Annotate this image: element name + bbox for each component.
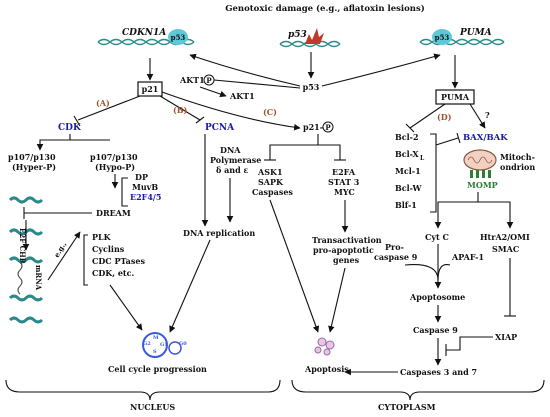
phase-s: S: [153, 349, 157, 355]
node-trans-2: pro-apoptotic: [313, 245, 374, 255]
mitochondrion-icon: [463, 149, 497, 171]
label-a: (A): [96, 98, 110, 108]
node-htra-2: SMAC: [492, 244, 519, 254]
node-ask-2: SAPK: [258, 177, 284, 187]
node-bcl-4: Bcl-W: [395, 183, 423, 193]
node-bcl-2-sub: L: [420, 155, 425, 162]
node-p21p: p21-: [303, 122, 323, 132]
node-cell-cycle: Cell cycle progression: [108, 364, 207, 374]
target-1: PLK: [92, 232, 112, 242]
phospho-p-p21: P: [325, 123, 331, 132]
gene-cdkn1a: CDKN1A: [122, 28, 166, 38]
label-nucleus: NUCLEUS: [130, 402, 175, 412]
node-dream: DREAM: [96, 208, 131, 218]
p21-box: [137, 81, 163, 97]
node-momp: MOMP: [467, 180, 498, 190]
node-bcl-1: Bcl-2: [395, 132, 419, 142]
lesion-icon: [305, 28, 324, 44]
node-apoptosome: Apoptosome: [409, 292, 465, 302]
node-mito-2: ondrion: [500, 162, 535, 172]
node-question: ?: [485, 110, 490, 120]
node-dna-pol-2: Polymerase: [210, 155, 261, 165]
gene-p53: p53: [288, 30, 307, 40]
node-trans-1: Transactivation: [312, 235, 382, 245]
mrna-label: mRNA: [34, 265, 43, 291]
node-bcl-3: Mcl-1: [395, 166, 421, 176]
node-bcl-2: Bcl-X: [395, 149, 419, 159]
label-b: (B): [173, 105, 188, 115]
node-dp-1: DP: [135, 172, 148, 182]
phase-g0: G0: [179, 341, 187, 347]
node-apoptosis-mid: Apoptosis: [304, 364, 349, 374]
cytoplasm-brace: [291, 379, 545, 401]
diagram-title: Genotoxic damage (e.g., aflatoxin lesion…: [225, 3, 425, 14]
node-dna-replication: DNA replication: [183, 228, 255, 238]
node-p107-hypo-2: (Hypo-P): [95, 162, 135, 172]
node-htra-1: HtrA2/OMI: [480, 232, 530, 242]
node-e2fa-3: MYC: [334, 187, 355, 197]
phase-m: M: [153, 335, 159, 341]
node-e2fa-2: STAT 3: [328, 177, 360, 187]
node-mito-1: Mitoch-: [500, 152, 535, 162]
node-casp37: Caspases 3 and 7: [400, 367, 477, 377]
node-bax: BAX/BAK: [463, 133, 508, 143]
target-2: Cyclins: [92, 244, 125, 254]
node-apaf: APAF-1: [451, 252, 484, 262]
phase-g1: G1: [160, 342, 168, 348]
phase-g2: G2: [143, 341, 151, 347]
node-akt1-p: AKT1: [179, 75, 205, 85]
gene-puma: PUMA: [459, 28, 492, 38]
label-c: (C): [263, 107, 277, 117]
node-ask-1: ASK1: [257, 167, 283, 177]
node-akt1: AKT1: [229, 91, 255, 101]
label-d: (D): [437, 112, 452, 122]
phospho-p-akt1: P: [206, 76, 212, 85]
node-puma: PUMA: [441, 92, 470, 102]
target-4: CDK, etc.: [92, 268, 134, 278]
node-p107-hyper-2: (Hyper-P): [12, 162, 56, 172]
node-trans-3: genes: [333, 255, 360, 265]
p53-bound-puma: [432, 29, 452, 45]
phospho-icon-p21: [322, 121, 334, 133]
p53-tag-cdkn1a: p53: [171, 33, 186, 42]
node-procasp-2: caspase 9: [374, 252, 418, 262]
cell-cycle-icon: [142, 332, 182, 358]
eg-label: e.g.,: [52, 240, 68, 259]
node-casp9: Caspase 9: [413, 325, 458, 335]
node-e2fa-1: E2FA: [332, 167, 356, 177]
target-3: CDC PTases: [92, 256, 145, 266]
node-bcl-5: Blf-1: [395, 200, 417, 210]
p53-bound-cdkn1a: [168, 29, 188, 45]
node-xiap: XIAP: [495, 332, 517, 342]
node-p53: p53: [303, 82, 320, 92]
node-procasp-1: Pro-: [385, 242, 404, 252]
node-dna-pol-1: DNA: [220, 145, 241, 155]
node-cdk: CDK: [58, 123, 82, 133]
pore-icon: [470, 170, 491, 178]
node-p21: p21: [142, 84, 159, 94]
node-dp-3: E2F4/5: [130, 192, 161, 202]
dna-strand-puma: [419, 38, 505, 46]
node-p107-hyper-1: p107/p130: [8, 152, 56, 162]
node-p107-hypo-1: p107/p130: [90, 152, 138, 162]
node-dp-2: MuvB: [132, 182, 158, 192]
node-ask-3: Caspases: [252, 187, 293, 197]
label-cytoplasm: CYTOPLASM: [378, 402, 436, 412]
node-dna-pol-3: δ and ε: [216, 165, 249, 175]
node-cytc: Cyt C: [425, 232, 449, 242]
node-pcna: PCNA: [205, 123, 235, 133]
e2f-chr-label: E2F CHR: [18, 228, 27, 264]
nucleus-brace: [5, 379, 281, 401]
apoptotic-cell-icon: [314, 337, 335, 356]
p53-tag-puma: p53: [435, 33, 450, 42]
puma-box: [435, 89, 475, 105]
